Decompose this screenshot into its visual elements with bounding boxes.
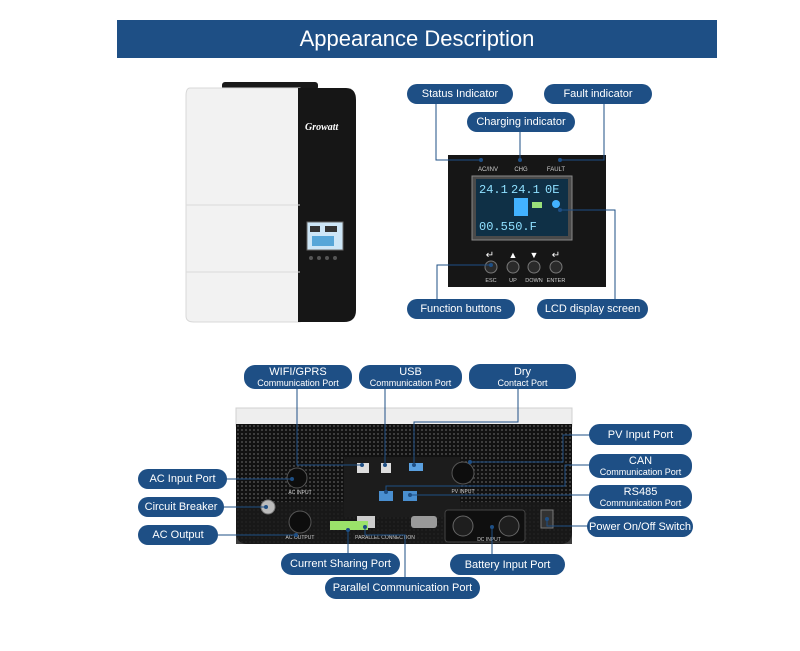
- esc-arrow-icon: ↵: [486, 250, 494, 261]
- callout-sub-label: Communication Port: [599, 467, 682, 477]
- led-label: CHG: [514, 167, 528, 173]
- button-label: ENTER: [547, 278, 566, 284]
- small-button: [317, 256, 321, 260]
- lcd-readout: 24.1: [479, 183, 508, 197]
- wifi-port: [357, 463, 369, 473]
- port-label: AC OUTPUT: [286, 535, 315, 541]
- inverter-bottom-view: AC INPUT PV INPUT AC OUTPUT DC INPUT PAR…: [235, 407, 573, 544]
- led-label: AC/INV: [478, 167, 498, 173]
- callout-power-switch: Power On/Off Switch: [587, 516, 693, 537]
- callout-current-sharing-port: Current Sharing Port: [281, 553, 400, 575]
- callout-circuit-breaker: Circuit Breaker: [138, 497, 224, 517]
- callout-dry-contact-port: Dry Contact Port: [469, 364, 576, 389]
- db9-port: [411, 516, 437, 528]
- callout-sub-label: Contact Port: [497, 377, 548, 388]
- down-button: [527, 260, 541, 274]
- callout-main-label: Dry: [513, 365, 532, 378]
- enter-button: [549, 260, 563, 274]
- callout-ac-output: AC Output: [138, 525, 218, 545]
- usb-port: [381, 463, 391, 473]
- lcd-bar: [514, 198, 528, 216]
- port-label: PARALLEL CONNECTION: [355, 535, 415, 541]
- small-button: [325, 256, 329, 260]
- enter-icon: ↵: [552, 250, 560, 261]
- callout-wifi-gprs-port: WIFI/GPRS Communication Port: [244, 365, 352, 389]
- button-label: ESC: [485, 278, 496, 284]
- page-title: Appearance Description: [117, 20, 717, 58]
- lcd-readout: 50.F: [508, 220, 537, 234]
- callout-function-buttons: Function buttons: [407, 299, 515, 319]
- port-label: AC INPUT: [288, 490, 311, 496]
- button-label: DOWN: [525, 278, 542, 284]
- callout-ac-input-port: AC Input Port: [138, 469, 227, 489]
- callout-main-label: RS485: [623, 486, 658, 498]
- callout-main-label: USB: [399, 366, 422, 378]
- callout-usb-port: USB Communication Port: [359, 365, 462, 389]
- brand-logo: Growatt: [305, 122, 340, 133]
- leader-lines: [218, 102, 616, 577]
- ac-output-gland: [288, 510, 312, 534]
- callout-main-label: WIFI/GPRS: [269, 366, 327, 378]
- inverter-front-view: Growatt: [185, 82, 356, 323]
- lcd-readout: 24.1: [511, 183, 540, 197]
- can-port: [379, 491, 393, 501]
- lcd-readout: 0E: [545, 183, 559, 197]
- down-arrow-icon: ▼: [530, 250, 539, 260]
- control-panel-closeup: AC/INV CHG FAULT 24.1 24.1 0E 00.5 50.F …: [448, 155, 606, 287]
- callout-pv-input-port: PV Input Port: [589, 424, 692, 445]
- callout-parallel-communication-port: Parallel Communication Port: [325, 577, 480, 599]
- up-arrow-icon: ▲: [509, 250, 518, 260]
- callout-fault-indicator: Fault indicator: [544, 84, 652, 104]
- port-label: PV INPUT: [451, 489, 474, 495]
- lcd-icon: [552, 200, 560, 208]
- callout-can-port: CAN Communication Port: [589, 454, 692, 478]
- led-label: FAULT: [547, 167, 566, 173]
- callout-status-indicator: Status Indicator: [407, 84, 513, 104]
- small-button: [333, 256, 337, 260]
- current-sharing-terminal: [330, 521, 368, 530]
- pv-input-gland: [451, 461, 475, 485]
- port-label: DC INPUT: [477, 537, 501, 543]
- case-top-edge: [235, 407, 573, 427]
- lcd-readout: 00.5: [479, 220, 508, 234]
- black-front-panel: [298, 88, 356, 322]
- small-button: [309, 256, 313, 260]
- up-button: [506, 260, 520, 274]
- callout-charging-indicator: Charging indicator: [467, 112, 575, 132]
- callout-rs485-port: RS485 Communication Port: [589, 485, 692, 509]
- callout-sub-label: Communication Port: [369, 378, 452, 388]
- dry-contact-port: [409, 463, 423, 471]
- callout-sub-label: Communication Port: [257, 378, 339, 388]
- callout-battery-input-port: Battery Input Port: [450, 554, 565, 575]
- button-label: UP: [509, 278, 517, 284]
- lcd-battery-icon: [532, 202, 542, 208]
- callout-sub-label: Communication Port: [599, 498, 682, 508]
- callout-lcd-display: LCD display screen: [537, 299, 648, 319]
- callout-main-label: CAN: [628, 455, 653, 467]
- ac-input-gland: [286, 467, 308, 489]
